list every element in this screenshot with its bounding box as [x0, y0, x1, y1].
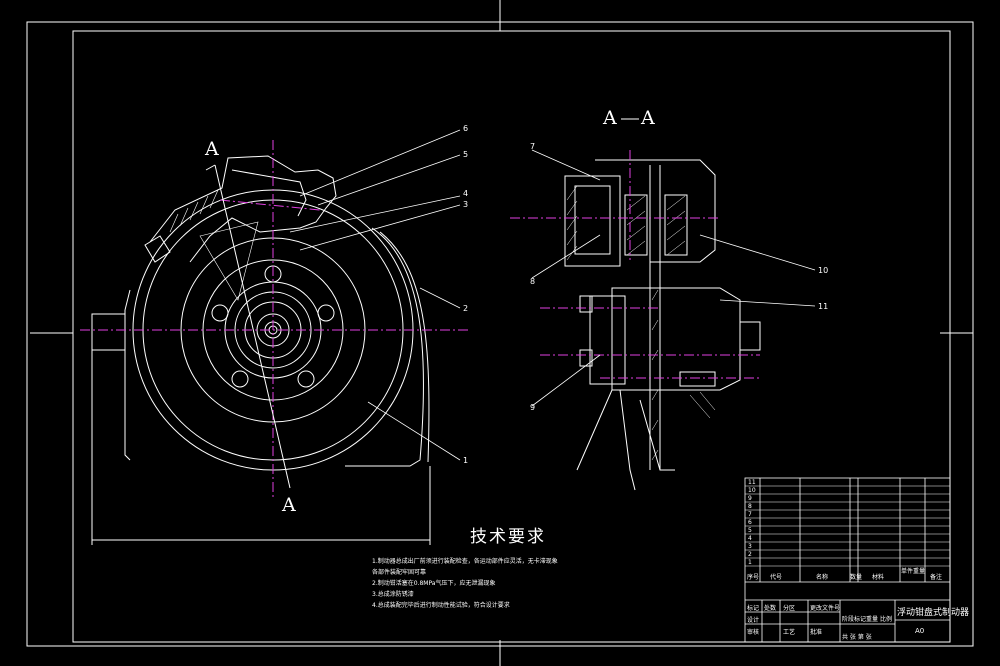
- callout-5: 5: [463, 150, 468, 159]
- parts-row-number: 3: [748, 543, 752, 550]
- drawing-number: A0: [915, 627, 925, 635]
- tb-stage-mark: 阶段标记: [842, 616, 867, 623]
- parts-row-number: 10: [748, 487, 756, 494]
- outer-frame: [26, 21, 974, 647]
- tb-header-qty: 数量: [850, 574, 863, 581]
- tech-item: 4.总成装配完毕后进行制动性能试验，符合设计要求: [372, 602, 510, 609]
- tech-requirements-list: 1.制动器总成出厂前须进行装配检查，各运动部件应灵活，无卡滞现象 各部件装配牢固…: [372, 556, 722, 611]
- callout-9: 9: [530, 403, 535, 412]
- side-leaders: [531, 149, 816, 407]
- section-title-a-right: A: [640, 107, 655, 129]
- parts-row-number: 5: [748, 527, 752, 534]
- tb-label-review: 审核: [747, 629, 760, 636]
- tb-label-process: 工艺: [783, 629, 796, 636]
- parts-row-number: 9: [748, 495, 752, 502]
- tb-label-approve: 批准: [810, 629, 823, 636]
- callout-7: 7: [530, 142, 535, 151]
- inner-frame: [72, 30, 951, 643]
- tb-label-count: 处数: [764, 605, 777, 612]
- tb-sheet: 共 张 第 张: [842, 634, 872, 641]
- tb-label-zone: 分区: [783, 605, 796, 612]
- callout-11: 11: [818, 302, 828, 311]
- tb-stage-scale: 比例: [880, 616, 893, 623]
- tb-header-material: 材料: [872, 574, 885, 581]
- tb-header-no: 序号: [747, 574, 760, 581]
- section-cut-line: [205, 164, 291, 489]
- parts-row-number: 1: [748, 559, 752, 566]
- tb-header-remark: 备注: [930, 574, 943, 581]
- drawing-name: 浮动钳盘式制动器: [897, 608, 970, 618]
- parts-row-number: 6: [748, 519, 752, 526]
- side-hatching: [566, 185, 716, 461]
- parts-row-number: 8: [748, 503, 752, 510]
- section-label-bottom: A: [281, 494, 296, 516]
- tb-stage-weight: 重量: [866, 616, 879, 623]
- tech-item: 各部件装配牢固可靠: [372, 569, 427, 576]
- callout-1: 1: [463, 456, 468, 465]
- tb-header-name: 名称: [816, 574, 829, 581]
- tech-item: 3.总成涂防锈漆: [372, 591, 414, 598]
- section-title-a-left: A: [602, 107, 617, 129]
- callout-3: 3: [463, 200, 468, 209]
- parts-row-number: 4: [748, 535, 752, 542]
- tb-header-weight: 单件重量: [901, 568, 926, 575]
- parts-row-number: 11: [748, 479, 756, 486]
- tech-requirements-title: 技术要求: [470, 527, 546, 547]
- tb-header-code: 代号: [770, 574, 783, 581]
- callout-6: 6: [463, 124, 468, 133]
- side-section-view: [564, 159, 761, 491]
- parts-row-number: 7: [748, 511, 752, 518]
- tech-item: 2.制动钳活塞在0.8MPa气压下，应无泄漏现象: [372, 580, 496, 587]
- front-view: [91, 155, 431, 545]
- front-leaders: [289, 129, 461, 461]
- title-block-row-lines: [745, 485, 950, 567]
- title-block-grid: [744, 477, 951, 643]
- tech-item: 1.制动器总成出厂前须进行装配检查，各运动部件应灵活，无卡滞现象: [372, 558, 558, 565]
- parts-row-number: 2: [748, 551, 752, 558]
- frame-center-ticks: [30, 0, 973, 666]
- callout-8: 8: [530, 277, 535, 286]
- side-center-lines: [510, 150, 760, 379]
- section-label-top: A: [204, 138, 219, 160]
- tb-label-design: 设计: [747, 617, 760, 624]
- callout-4: 4: [463, 189, 468, 198]
- callout-10: 10: [818, 266, 828, 275]
- tb-label-change: 更改文件号: [810, 605, 841, 612]
- tb-label-mark: 标记: [747, 605, 760, 612]
- front-center-lines: [80, 140, 470, 500]
- callout-2: 2: [463, 304, 468, 313]
